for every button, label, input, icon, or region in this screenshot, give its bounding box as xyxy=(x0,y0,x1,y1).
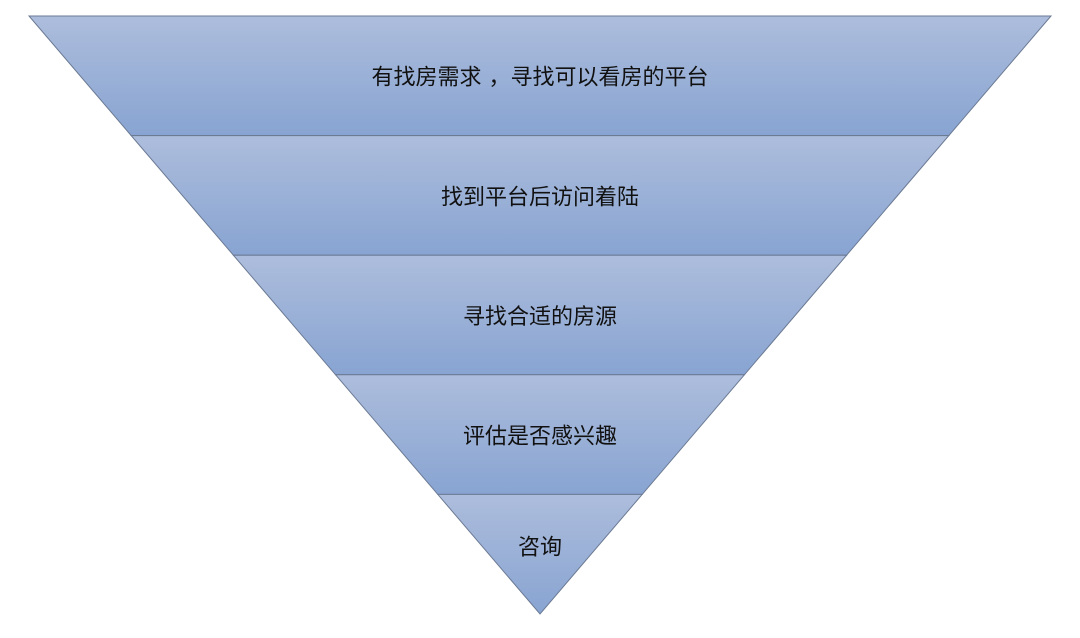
stage-label-4: 评估是否感兴趣 xyxy=(463,425,617,450)
funnel-stage-5 xyxy=(436,493,644,615)
stage-label-3: 寻找合适的房源 xyxy=(463,305,617,330)
stage-label-5: 咨询 xyxy=(518,536,562,561)
stage-label-1: 有找房需求 ，寻找可以看房的平台 xyxy=(372,66,709,91)
stage-label-2: 找到平台后访问着陆 xyxy=(441,185,639,210)
